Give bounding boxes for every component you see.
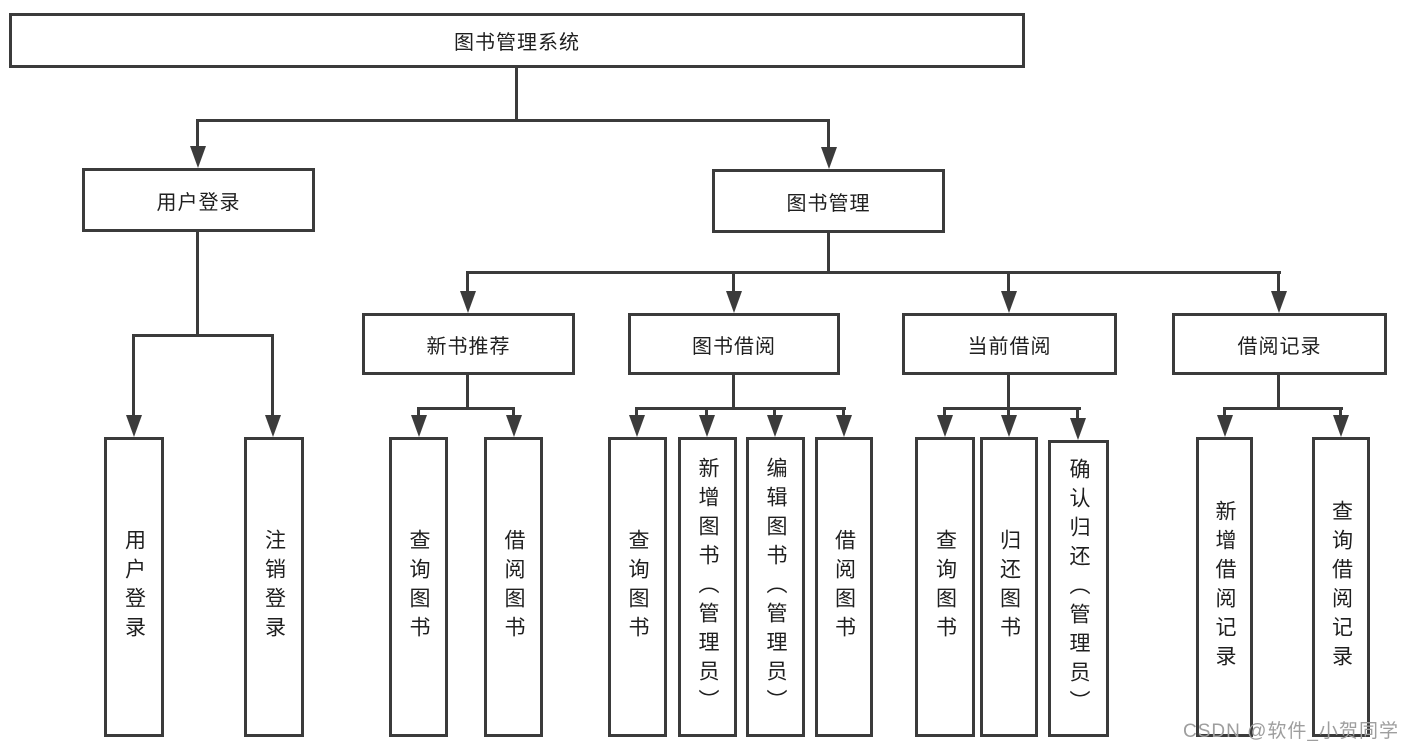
connector-line: [1339, 407, 1342, 419]
leaf-label: 借阅图书: [502, 529, 525, 645]
arrow-down-icon: [1001, 415, 1017, 437]
arrow-down-icon: [821, 147, 837, 169]
connector-line: [1007, 407, 1010, 419]
leaf-add-borrow-record: 新增借阅记录: [1196, 437, 1253, 737]
leaf-edit-books-admin: 编辑图书（管理员）: [746, 437, 805, 737]
connector-line: [512, 407, 515, 419]
leaf-label: 新增借阅记录: [1213, 500, 1236, 674]
connector-line: [943, 407, 946, 419]
connector-line: [1076, 407, 1079, 419]
connector-line: [466, 271, 469, 295]
leaf-label: 借阅图书: [832, 529, 856, 645]
leaf-label: 查询图书: [933, 529, 957, 645]
node-new-book-recommend: 新书推荐: [362, 313, 575, 375]
node-user-login: 用户登录: [82, 168, 315, 232]
node-borrow-records: 借阅记录: [1172, 313, 1387, 375]
leaf-label: 查询图书: [407, 529, 430, 645]
leaf-query-books-borrow: 查询图书: [608, 437, 667, 737]
connector-line: [635, 407, 846, 410]
leaf-borrow-books: 借阅图书: [815, 437, 873, 737]
arrow-down-icon: [126, 415, 142, 437]
connector-line: [827, 233, 830, 274]
arrow-down-icon: [767, 415, 783, 437]
arrow-down-icon: [506, 415, 522, 437]
connector-line: [417, 407, 420, 419]
connector-line: [196, 232, 199, 337]
connector-line: [196, 119, 199, 150]
leaf-label: 注销登录: [262, 529, 286, 645]
connector-line: [515, 68, 518, 121]
connector-line: [1007, 375, 1010, 410]
leaf-user-login: 用户登录: [104, 437, 164, 737]
connector-line: [635, 407, 638, 419]
connector-line: [271, 334, 274, 419]
arrow-down-icon: [1001, 291, 1017, 313]
arrow-down-icon: [190, 146, 206, 168]
arrow-down-icon: [726, 291, 742, 313]
connector-line: [705, 407, 708, 419]
connector-line: [132, 334, 135, 419]
arrow-down-icon: [699, 415, 715, 437]
leaf-label: 编辑图书（管理员）: [764, 456, 787, 718]
arrow-down-icon: [1217, 415, 1233, 437]
leaf-label: 新增图书（管理员）: [696, 456, 719, 718]
arrow-down-icon: [1271, 291, 1287, 313]
arrow-down-icon: [1333, 415, 1349, 437]
leaf-borrow-books-recommend: 借阅图书: [484, 437, 543, 737]
connector-line: [466, 375, 469, 410]
connector-line: [732, 271, 735, 295]
node-current-borrow: 当前借阅: [902, 313, 1117, 375]
connector-line: [943, 407, 1081, 410]
connector-line: [1223, 407, 1343, 410]
leaf-label: 确认归还（管理员）: [1067, 458, 1090, 719]
connector-line: [1277, 375, 1280, 410]
connector-line: [1223, 407, 1226, 419]
connector-line: [466, 271, 1281, 274]
node-book-borrow: 图书借阅: [628, 313, 840, 375]
connector-line: [1007, 271, 1010, 295]
leaf-query-borrow-record: 查询借阅记录: [1312, 437, 1370, 737]
connector-line: [827, 119, 830, 151]
leaf-label: 用户登录: [122, 529, 146, 645]
leaf-add-books-admin: 新增图书（管理员）: [678, 437, 737, 737]
leaf-return-books: 归还图书: [980, 437, 1038, 737]
leaf-confirm-return-admin: 确认归还（管理员）: [1048, 440, 1109, 737]
arrow-down-icon: [460, 291, 476, 313]
arrow-down-icon: [411, 415, 427, 437]
arrow-down-icon: [836, 415, 852, 437]
arrow-down-icon: [1070, 418, 1086, 440]
connector-line: [732, 375, 735, 410]
leaf-label: 查询图书: [626, 529, 649, 645]
arrow-down-icon: [629, 415, 645, 437]
leaf-query-books-recommend: 查询图书: [389, 437, 448, 737]
connector-line: [417, 407, 515, 410]
node-library-system: 图书管理系统: [9, 13, 1025, 68]
connector-line: [842, 407, 845, 419]
leaf-query-books-current: 查询图书: [915, 437, 975, 737]
connector-line: [773, 407, 776, 419]
watermark: CSDN @软件_小贺同学: [1183, 721, 1399, 742]
arrow-down-icon: [937, 415, 953, 437]
leaf-label: 查询借阅记录: [1329, 500, 1353, 674]
connector-line: [1277, 271, 1280, 295]
node-book-management: 图书管理: [712, 169, 945, 233]
leaf-label: 归还图书: [997, 529, 1021, 645]
leaf-logout: 注销登录: [244, 437, 304, 737]
arrow-down-icon: [265, 415, 281, 437]
connector-line: [132, 334, 274, 337]
connector-line: [196, 119, 830, 122]
